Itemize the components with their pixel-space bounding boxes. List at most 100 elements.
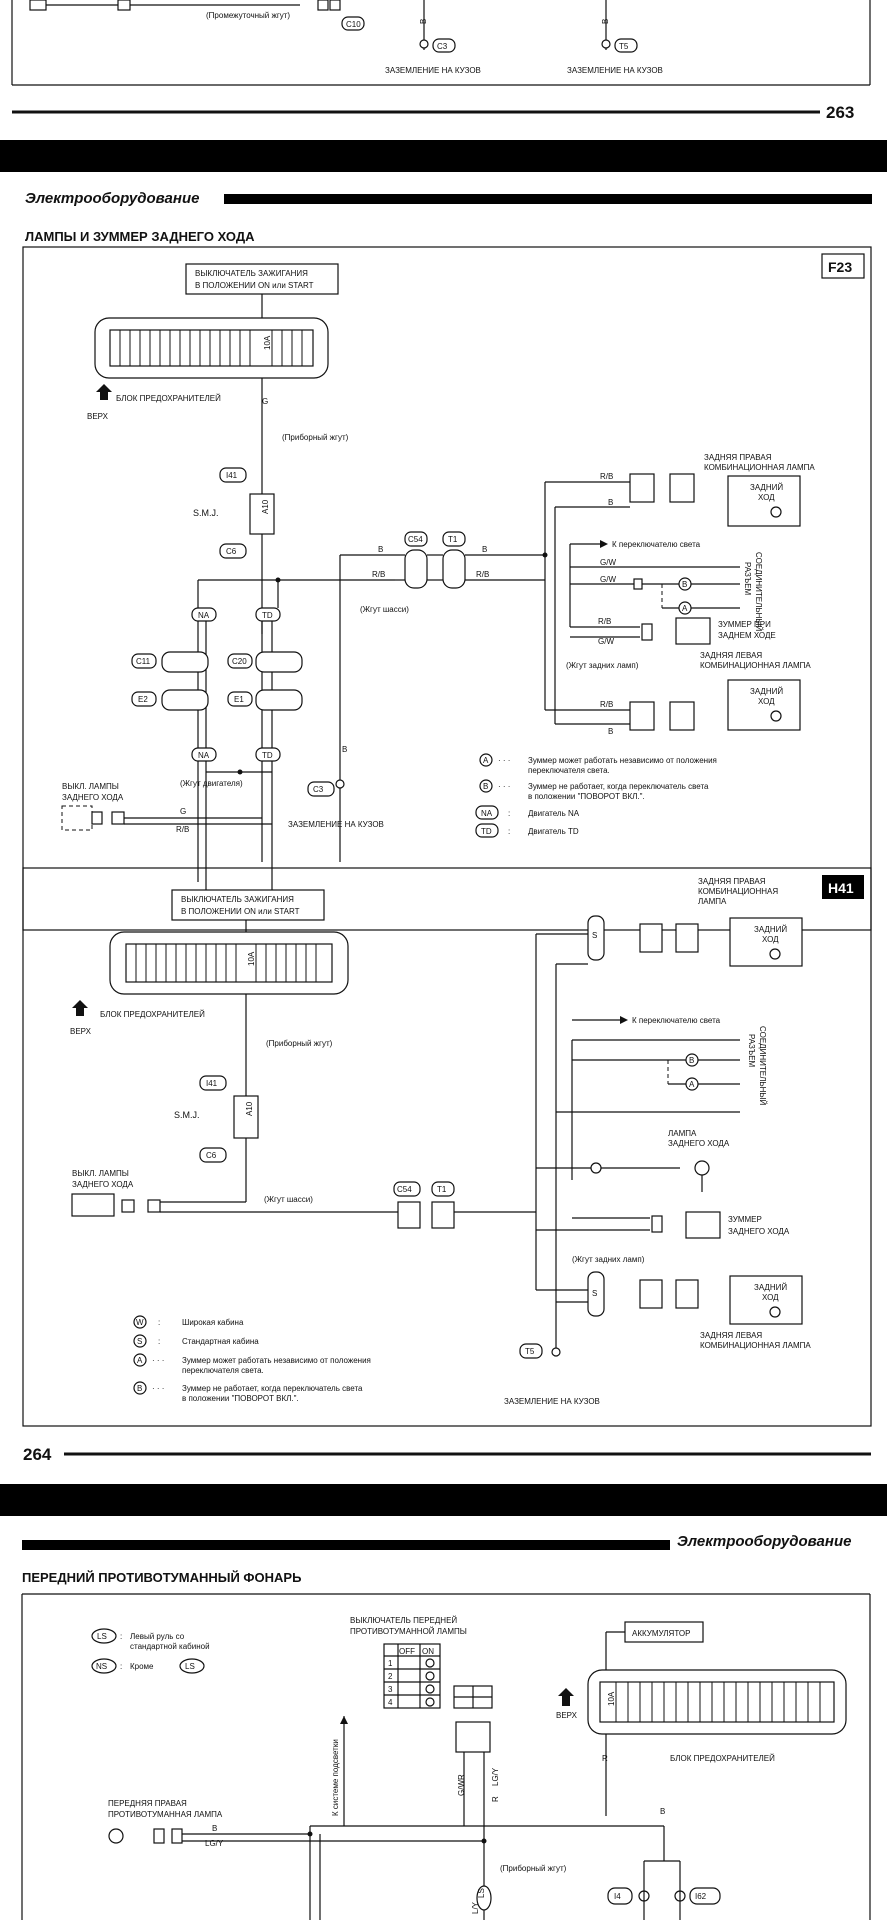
f23-legend-b-dots: · · · [498,782,510,791]
page-header: Электрооборудование [25,190,200,207]
h41-rear-left-1: ЗАДНЯЯ ЛЕВАЯ [700,1331,762,1340]
h41-c54-badge [393,1181,421,1197]
page-263: (Промежуточный жгут) C10 B C3 ЗАЗЕМЛЕНИЕ… [0,0,887,140]
switch-plug [111,811,125,825]
f23-a10: A10 [261,499,270,514]
ns-legend-icon [91,1658,117,1674]
h41-legend-a-2: переключателя света. [182,1366,264,1375]
h41-legend-b-icon [133,1381,147,1395]
h41-code: H41 [828,880,854,896]
fog-up-label: ВЕРХ [556,1711,578,1720]
f23-splice-dot [275,577,281,583]
i62-label: I62 [695,1892,707,1901]
page-264: Электрооборудование ЛАМПЫ И ЗУММЕР ЗАДНЕ… [0,172,887,1484]
connector-stub [117,0,131,11]
f23-t1-connector [442,549,466,589]
f23-up-label: ВЕРХ [87,412,109,421]
ground-terminal [601,39,611,49]
f23-buzzer-1: ЗУММЕР ПРИ [718,620,771,629]
ns-legend-sym: NS [96,1662,107,1671]
h41-s-top: S [592,931,597,940]
h41-legend-w-icon [133,1315,147,1329]
fog-wire-lgy-lamp: LG/Y [205,1839,224,1848]
h41-switch-line2: ЗАДНЕГО ХОДА [72,1180,134,1189]
h41-buzzer-2: ЗАДНЕГО ХОДА [728,1227,790,1236]
ns-legend-ref-icon [179,1658,205,1674]
h41-legend-b-1: Зуммер не работает, когда переключатель … [182,1384,363,1393]
ground-label-right: ЗАЗЕМЛЕНИЕ НА КУЗОВ [567,66,663,75]
f23-frame [22,246,872,931]
fog-right-1: ПЕРЕДНЯЯ ПРАВАЯ [108,1799,187,1808]
f23-legend-b-sym: B [483,782,488,791]
f23-splice-dot [542,552,548,558]
h41-legend-b-dots: · · · [152,1384,164,1393]
f23-e2: E2 [138,695,148,704]
h41-to-switch: К переключателю света [632,1016,721,1025]
h41-buzzer-1: ЗУММЕР [728,1215,762,1224]
f23-c54-badge [404,531,428,547]
fog-fuse-block-label: БЛОК ПРЕДОХРАНИТЕЛЕЙ [670,1754,775,1763]
h41-ground: ЗАЗЕМЛЕНИЕ НА КУЗОВ [504,1397,600,1406]
ls-legend-text-1: Левый руль со [130,1632,185,1641]
h41-w-marker [590,1162,602,1174]
f23-legend-na-sym: NA [481,809,493,818]
h41-t1-connector [431,1201,455,1229]
h41-rear-harness: (Жгут задних ламп) [572,1255,645,1264]
f23-buzzer-2: ЗАДНЕМ ХОДЕ [718,631,776,640]
h41-legend-w-dots: : [158,1318,160,1327]
ns-legend-text: Кроме [130,1662,154,1671]
f23-switch-line1: ВЫКЛ. ЛАМПЫ [62,782,119,791]
f23-reverse-rl-2: ХОД [758,697,775,706]
h41-t1: T1 [437,1185,447,1194]
h41-rl-connector-a [639,1279,663,1309]
f23-c11-connector [161,651,209,673]
fog-wire-r-right: R [491,1796,500,1802]
h41-reverse-lamp-2: ЗАДНЕГО ХОДА [668,1139,730,1148]
fog-lamp-plug [153,1828,165,1844]
to-lighting-label: К системе подсветки [331,1739,340,1816]
i62-badge [689,1887,721,1905]
fog-fuse-rating: 10A [607,1691,616,1706]
h41-reverse-switch [71,1193,115,1217]
h41-t5: T5 [525,1347,535,1356]
f23-legend-b-2: в положении "ПОВОРОТ ВКЛ.". [528,792,645,801]
connector-stub [329,0,341,11]
f23-arrow-icon [600,540,608,548]
h41-code-box [822,875,864,899]
h41-legend-a-1: Зуммер может работать независимо от поло… [182,1356,371,1365]
h41-legend-s-text: Стандартная кабина [182,1337,259,1346]
f23-td-bottom: TD [262,751,273,760]
h41-rear-right-3: ЛАМПА [698,897,727,906]
fog-up-arrow-icon [558,1688,574,1696]
h41-rr-connector-a [639,923,663,953]
h41-b-marker [685,1053,699,1067]
f23-c20-badge [227,653,253,669]
fog-ls-label: LS [477,1888,486,1898]
f23-fuse-block-label: БЛОК ПРЕДОХРАНИТЕЛЕЙ [116,394,221,403]
fog-wire-b-right: B [660,1807,665,1816]
h41-smj-connector [233,1095,259,1139]
switch-plug [121,1199,135,1213]
page-number-263: 263 [826,103,854,122]
f23-legend-td-icon [475,823,499,838]
t5-label: T5 [619,42,629,51]
f23-e1: E1 [234,695,244,704]
f23-reverse-rl-1: ЗАДНИЙ [750,687,783,696]
ground-terminal [551,1347,561,1357]
t5-badge [614,38,638,53]
connector-stub [29,0,47,11]
h41-arrow-icon [620,1016,628,1024]
f23-wire-rb-out: R/B [476,570,489,579]
f23-reverse-rr-2: ХОД [758,493,775,502]
page-separator [0,1484,887,1516]
fog-right-2: ПРОТИВОТУМАННАЯ ЛАМПА [108,1810,223,1819]
f23-rl-connector-b [669,701,695,731]
f23-legend-a-icon [479,753,493,767]
fog-wire-r-fuse: R [602,1754,608,1763]
h41-a-marker [685,1077,699,1091]
h41-legend-s-sym: S [137,1337,142,1346]
c3-label: C3 [437,42,448,51]
f23-rr-connector-b [669,473,695,503]
switch-contact [425,1697,435,1707]
f23-switch-line2: ЗАДНЕГО ХОДА [62,793,124,802]
